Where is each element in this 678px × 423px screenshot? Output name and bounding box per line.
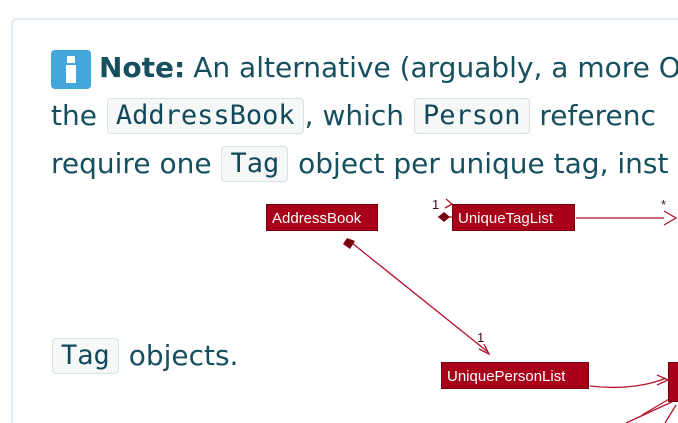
taglist-multiplicity: 1 [432, 197, 440, 212]
note-text-line-2-middle: , which [304, 99, 405, 132]
info-bar-icon [66, 65, 76, 83]
personlist-multiplicity: 1 [477, 330, 485, 345]
info-dot-icon [67, 56, 75, 63]
note-text-line-2-suffix: referenc [539, 99, 656, 132]
note-label: Note: [99, 51, 186, 84]
uniquepersonlist-class: UniquePersonList [441, 362, 589, 389]
note-text-line-2-prefix: the [51, 99, 97, 132]
note-line-2: the AddressBook, which Person referenc [51, 98, 656, 134]
info-icon [51, 50, 91, 89]
note-text-line-1: An alternative (arguably, a more OO [193, 51, 678, 84]
tag-code: Tag [221, 146, 289, 182]
tag-objects-code: Tag [52, 338, 119, 374]
note-line-1: Note:An alternative (arguably, a more OO [51, 50, 678, 89]
note-line-4: Tag objects. [51, 338, 238, 374]
addressbook-code: AddressBook [106, 98, 304, 134]
tag-many-multiplicity: * [661, 197, 667, 212]
note-text-line-3-suffix: object per unique tag, inst [298, 147, 669, 180]
addressbook-class: AddressBook [266, 204, 378, 231]
note-text-line-4-suffix: objects. [128, 339, 239, 372]
note-line-3: require one Tag object per unique tag, i… [51, 146, 668, 182]
note-text-line-3-prefix: require one [51, 147, 212, 180]
cropped-person-class [668, 362, 678, 402]
uniquetaglist-class: UniqueTagList [452, 204, 575, 231]
person-code: Person [413, 98, 530, 134]
